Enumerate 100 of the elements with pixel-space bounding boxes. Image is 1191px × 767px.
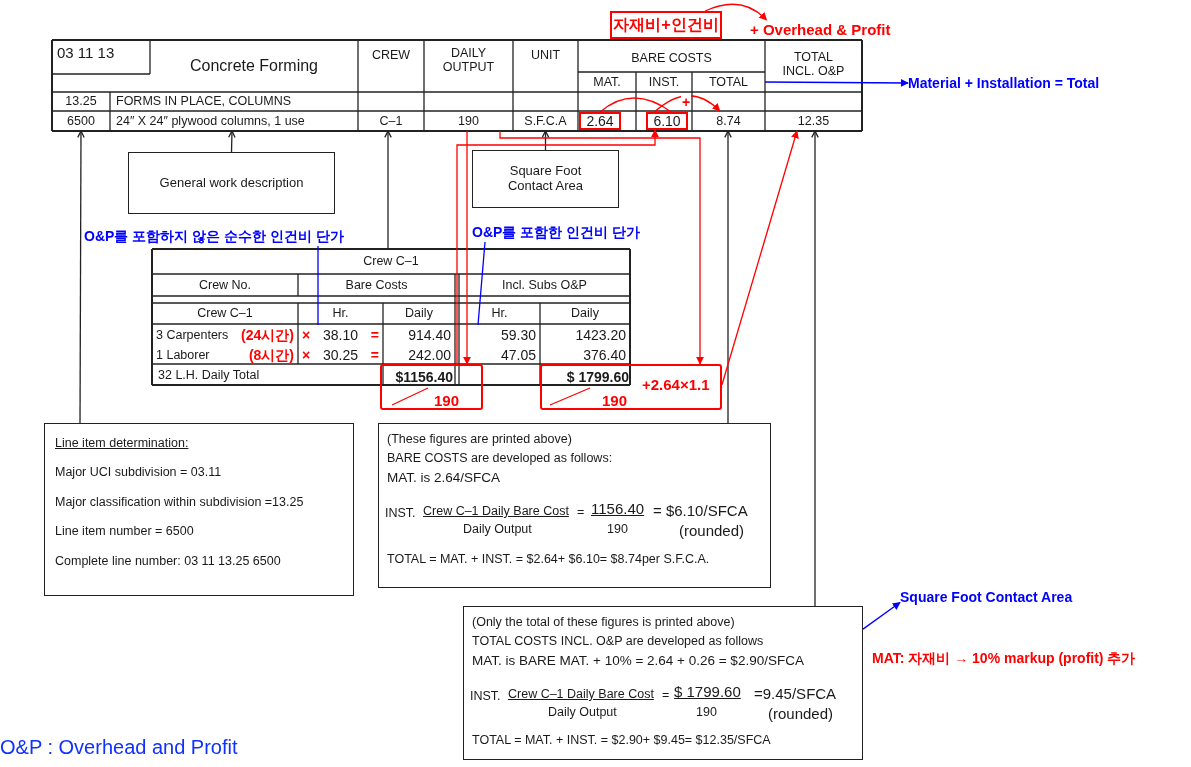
cost-value: 914.40: [383, 325, 455, 345]
arrow: [463, 130, 471, 365]
arrow: [499, 130, 704, 365]
table-entry: 24″ X 24″ plywood columns, 1 use: [110, 111, 358, 131]
table-entry: 1 Laborer: [156, 347, 210, 363]
annotation-text: 190: [602, 392, 628, 410]
table-entry: C–1: [358, 111, 424, 131]
table-entry: Daily: [383, 303, 455, 324]
note-text: INST.: [385, 506, 416, 521]
table-entry: TOTAL: [692, 72, 765, 92]
annotation-text: O&P를 포함하지 않은 순수한 인건비 단가: [84, 226, 382, 246]
table-entry: INST.: [636, 72, 692, 92]
note-text: TOTAL = MAT. + INST. = $2.90+ $9.45= $12.35/SFCA: [472, 733, 771, 748]
note-box: [463, 606, 863, 760]
note-text: Major classification within subdivision =13.25: [55, 494, 304, 510]
annotation-text: (8시간): [248, 346, 294, 364]
table-entry: S.F.C.A: [513, 111, 578, 131]
table-entry: FORMS IN PLACE, COLUMNS: [110, 92, 358, 111]
annotation-text: Material + Installation = Total: [908, 73, 1158, 93]
note-text: =9.45/SFCA: [754, 685, 837, 703]
note-text: Line item number = 6500: [55, 524, 194, 539]
note-text: BARE COSTS are developed as follows:: [387, 451, 613, 466]
table-entry: Bare Costs: [298, 274, 455, 296]
callout-text: General work description: [159, 175, 304, 191]
table-entry: 8.74: [692, 111, 765, 131]
cost-value: $1156.40: [385, 367, 457, 387]
cost-value: 6.10: [653, 112, 681, 130]
table-entry: Hr.: [459, 303, 540, 324]
annotation-text: (24시간): [241, 326, 294, 344]
table-entry: 13.25: [52, 92, 110, 111]
arrow: [704, 3, 768, 21]
note-text: Daily Output: [463, 522, 532, 537]
arrow: [77, 130, 85, 424]
note-text: Crew C–1 Daily Bare Cost: [423, 504, 569, 519]
note-text: (These figures are printed above): [387, 432, 572, 447]
table-heading: 03 11 13: [54, 42, 148, 70]
note-text: Complete line number: 03 11 13.25 6500: [55, 553, 281, 568]
annotation-text: O&P를 포함한 인건비 단가: [472, 222, 667, 242]
table-entry: 3 Carpenters: [156, 327, 229, 343]
cost-value: $ 1799.60: [545, 367, 633, 387]
note-text: 190: [696, 705, 717, 720]
arrow: [764, 78, 909, 87]
table-entry: 38.10: [322, 326, 358, 344]
note-text: TOTAL COSTS INCL. O&P are developed as follows: [472, 634, 764, 649]
cost-value: 242.00: [383, 345, 455, 365]
note-text: Line item determination:: [55, 436, 189, 451]
arrow: [653, 95, 721, 113]
annotation-text: =: [370, 346, 379, 364]
annotation-text: +2.64×1.1: [642, 376, 710, 394]
connector-line: [599, 97, 672, 113]
table-entry: Hr.: [298, 303, 383, 324]
note-text: Crew C–1 Daily Bare Cost: [508, 687, 654, 702]
table-entry: Incl. Subs O&P: [459, 274, 630, 296]
table-entry: 6500: [52, 111, 110, 131]
table-entry: 30.25: [322, 346, 358, 364]
note-text: (Only the total of these figures is printed above): [472, 615, 735, 630]
cost-value: 376.40: [540, 345, 630, 365]
note-text: Daily Output: [548, 705, 617, 720]
arrow: [456, 129, 659, 365]
table-entry: 32 L.H. Daily Total: [152, 365, 382, 385]
callout-box: [128, 152, 335, 214]
table-entry: 12.35: [765, 111, 862, 131]
arrow: [811, 130, 819, 607]
arrow: [541, 130, 550, 151]
connector-line: [477, 241, 486, 326]
table-entry: Daily: [540, 303, 630, 324]
column-heading: UNIT: [513, 40, 578, 76]
edge-label: +: [681, 95, 692, 109]
arrow: [862, 601, 901, 630]
cost-value: 1423.20: [540, 325, 630, 345]
annotation-text: 자재비+인건비: [613, 15, 719, 35]
note-text: INST.: [470, 689, 501, 704]
note-box: [378, 423, 771, 588]
arrow: [384, 130, 392, 250]
arrow: [724, 130, 732, 424]
note-box: [44, 423, 354, 596]
annotation-frame: [540, 364, 722, 410]
connector-line: [317, 245, 319, 326]
note-text: (rounded): [679, 522, 745, 540]
note-text: 190: [607, 522, 628, 537]
annotation-frame: [380, 364, 483, 410]
arrow: [228, 130, 236, 153]
cost-value: 59.30: [459, 325, 540, 345]
table-entry: Crew No.: [152, 274, 298, 296]
note-text: Major UCI subdivision = 03.11: [55, 465, 222, 480]
arrow: [721, 130, 799, 386]
annotation-text: =: [370, 326, 379, 344]
table-entry: Crew C–1: [152, 249, 630, 274]
note-text: O&P : Overhead and Profit: [0, 736, 238, 759]
table-entry: MAT.: [578, 72, 636, 92]
annotation-text: + Overhead & Profit: [750, 20, 915, 40]
table-heading: Concrete Forming: [150, 46, 358, 86]
table-entry: BARE COSTS: [578, 44, 765, 72]
annotation-text: ×: [302, 326, 311, 344]
column-heading: DAILY OUTPUT: [424, 40, 513, 86]
annotation-text: ×: [302, 346, 311, 364]
highlight-box: [579, 112, 621, 130]
column-heading: TOTAL INCL. O&P: [765, 44, 862, 88]
highlight-box: [646, 112, 688, 130]
note-text: = $6.10/SFCA: [653, 502, 748, 520]
